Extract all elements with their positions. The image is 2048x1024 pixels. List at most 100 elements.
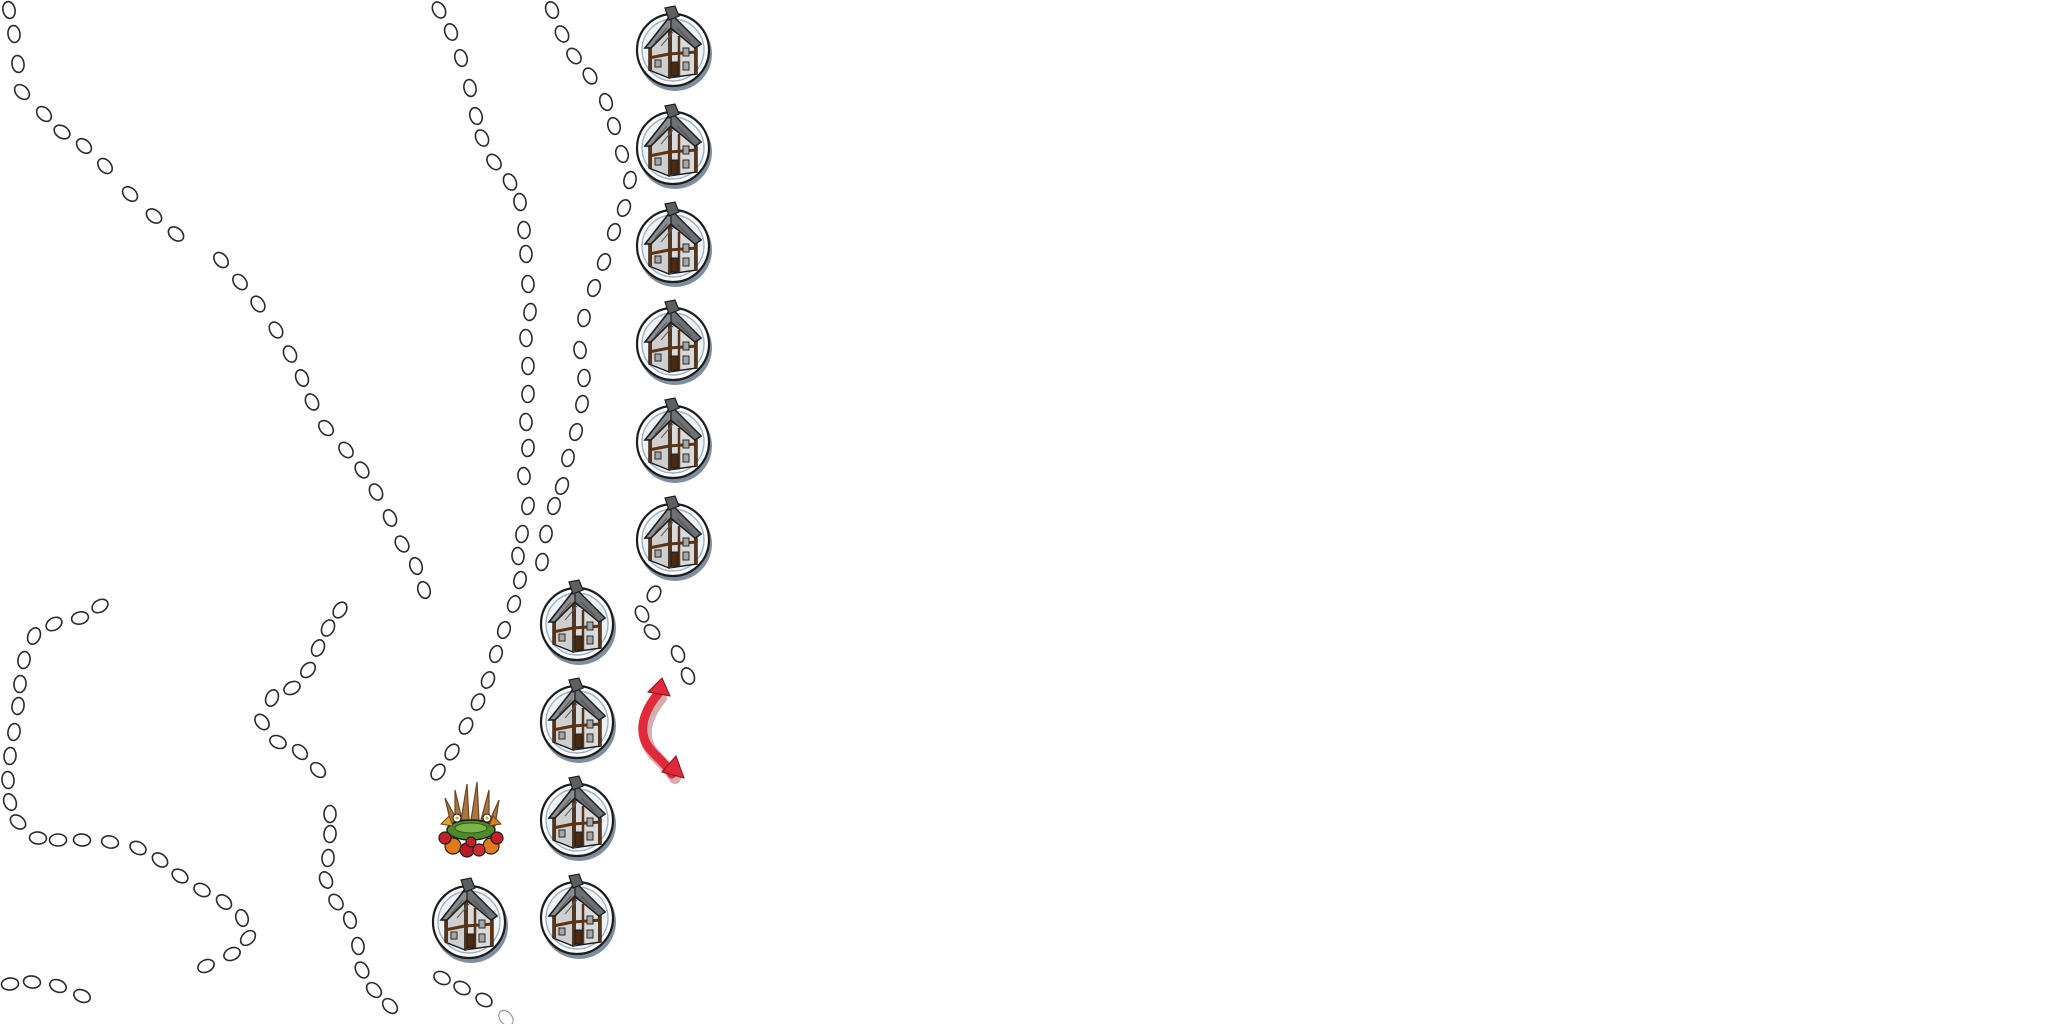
footprint-mark [444,743,460,761]
footprint-mark [513,570,527,590]
footprint-mark [470,693,486,711]
footprint-mark [475,992,493,1008]
footprint-mark [254,713,270,731]
house-tile[interactable] [635,200,714,289]
footprint-mark [332,601,348,619]
footprint-mark [121,185,139,203]
footprint-mark [342,910,358,930]
footprint-mark [616,199,632,217]
footprint-mark [320,619,336,637]
footprint-mark [606,222,622,242]
footprint-mark [317,419,335,437]
footprint-mark [381,997,399,1015]
footprint-mark [7,24,21,44]
footprint-mark [129,840,147,856]
footprint-mark [521,384,535,404]
footprint-mark [539,524,553,544]
footprint-mark [321,848,335,868]
footprint-mark [2,0,16,20]
footprint-mark [474,129,490,147]
harvest-tile[interactable] [438,781,504,858]
footprint-mark [577,368,591,388]
footprint-mark [513,192,527,212]
footprint-mark [323,824,337,844]
footprint-mark [523,302,537,322]
footprint-mark [96,157,114,175]
footprint-mark [453,48,469,68]
footprint-mark [643,624,661,640]
footprint-mark [70,611,90,625]
footprint-mark [282,345,298,363]
footprint-mark [521,356,535,376]
footprint-mark [291,743,309,761]
footprint-mark [546,496,562,516]
footprint-mark [193,882,211,898]
house-tile[interactable] [635,494,714,583]
footprint-mark [167,226,185,242]
house-tile[interactable] [539,676,618,765]
footprint-mark [519,244,533,264]
footprint-mark [49,978,67,994]
footprint-mark [521,274,535,294]
footprint-mark [519,328,533,348]
footprint-mark [463,78,477,98]
footprint-mark [515,524,529,544]
footprint-mark [614,144,630,164]
footprint-mark [506,594,522,614]
footprint-mark [535,552,549,572]
footprint-mark [351,936,365,956]
footprint-mark [480,671,496,689]
footprint-mark [517,466,531,486]
swap-arrows-icon[interactable] [638,677,685,784]
footprint-mark [283,680,301,696]
house-tile[interactable] [539,872,618,961]
footprint-mark [309,761,327,779]
footprint-mark [22,975,42,989]
footprint-mark [680,667,696,685]
footprint-mark [269,734,287,750]
footprint-mark [521,438,535,458]
footprint-mark [299,661,317,679]
house-tile[interactable] [539,774,618,863]
house-tile[interactable] [635,102,714,191]
footprint-mark [268,321,284,339]
footprint-mark [544,1,560,19]
footprint-mark [310,639,326,657]
footprint-mark [11,54,25,74]
footprint-mark [100,835,120,849]
footprint-mark [566,47,582,65]
footprint-mark [234,908,250,928]
house-tile[interactable] [635,396,714,485]
footprint-mark [634,605,650,623]
footprint-mark [48,833,68,847]
footprint-mark [1,770,15,790]
footprint-mark [318,871,334,889]
footprint-mark [670,645,686,663]
footprint-mark [294,369,310,387]
footprint-mark [354,961,370,979]
footprint-mark [354,461,370,479]
footprint-mark [13,674,27,694]
footprint-mark [215,893,233,911]
footprint-mark [408,556,424,576]
footprint-mark [433,970,451,986]
footprint-mark [239,929,257,947]
footprint-mark [75,137,93,155]
house-tile[interactable] [431,876,510,965]
house-tile[interactable] [635,4,714,93]
footprint-mark [458,717,474,735]
footprint-mark [582,67,598,85]
footprint-mark [502,173,518,191]
footprint-mark [13,83,31,101]
footprint-mark [394,535,410,553]
house-tile[interactable] [635,298,714,387]
footprint-mark [304,393,320,411]
footprint-mark [365,981,383,999]
footprint-mark [623,170,637,190]
footprint-mark [45,616,63,632]
footprint-mark [554,25,570,43]
footprint-mark [17,650,31,670]
footprint-mark [91,598,109,614]
footprint-mark [521,496,535,516]
house-tile[interactable] [539,578,618,667]
